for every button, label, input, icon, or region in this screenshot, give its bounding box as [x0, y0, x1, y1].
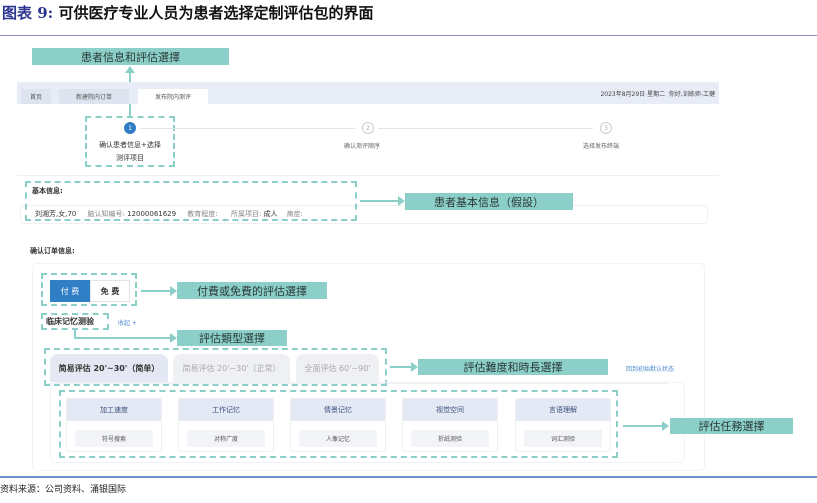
step-1-label: 确认患者信息+选择测评项目	[99, 141, 161, 162]
greeting[interactable]: 你好,训练师-工健	[668, 91, 715, 98]
arrow-right	[74, 333, 177, 343]
task-item[interactable]: 符号搜索	[75, 430, 153, 447]
order-card	[32, 263, 705, 471]
task-domain: 言语理解	[516, 399, 610, 421]
disease-label: 病症:	[286, 210, 303, 218]
level-option-simple-easy[interactable]: 简易评估 20'~30'（简单）	[50, 354, 168, 382]
test-name: 临床记忆测验	[46, 317, 94, 326]
level-option-full[interactable]: 全面评估 60'~90'	[296, 354, 379, 382]
step-1-circle: 1	[124, 122, 136, 134]
step-3-label: 选择发布终端	[583, 143, 620, 150]
callout-basic-info: 患者基本信息（假設）	[405, 193, 573, 210]
callout-task: 評估任務選擇	[670, 418, 793, 434]
footer-divider	[0, 476, 817, 478]
basic-info-highlight	[25, 181, 357, 221]
task-card[interactable]: 工作记忆对称广度	[178, 398, 274, 452]
callout-paid-free: 付費或免費的評估選擇	[177, 282, 327, 299]
task-domain: 情景记忆	[291, 399, 385, 421]
callout-type: 評估類型選擇	[177, 330, 287, 346]
separator	[17, 175, 719, 176]
top-bar: 首页 新建院内订单 发布院内测评 2023年8月29日 星期二 你好,训练师-工…	[17, 82, 719, 104]
task-domain: 加工速度	[67, 399, 161, 421]
task-card[interactable]: 视觉空间折纸测验	[402, 398, 498, 452]
reset-link[interactable]: 回到初始默认状态	[626, 366, 675, 373]
arrow-connector	[74, 330, 76, 338]
order-heading: 确认订单信息:	[30, 247, 75, 255]
tab-new-order[interactable]: 新建院内订单	[59, 89, 129, 104]
info-row-frame	[20, 205, 708, 224]
id-value: 12000061629	[127, 210, 177, 218]
step-3-circle: 3	[600, 122, 612, 134]
patient-name: 刘湘芳,女,70	[35, 210, 77, 218]
step-2-label: 确认测评顺序	[344, 143, 381, 150]
task-item[interactable]: 人像记忆	[299, 430, 377, 447]
task-item[interactable]: 对称广度	[187, 430, 265, 447]
figure-caption: 可供医疗专业人员为患者选择定制评估包的界面	[58, 4, 374, 22]
task-card[interactable]: 言语理解词汇测验	[515, 398, 611, 452]
arrow-right	[390, 362, 418, 372]
separator	[48, 383, 668, 384]
date-text: 2023年8月29日 星期二	[600, 91, 666, 98]
divider	[0, 35, 817, 36]
source-note: 资料来源：公司资料、涌银国际	[0, 485, 127, 495]
callout-patient-assessment: 患者信息和評估選擇	[32, 48, 229, 65]
task-card[interactable]: 情景记忆人像记忆	[290, 398, 386, 452]
step-2-circle: 2	[362, 122, 374, 134]
arrow-right	[141, 286, 177, 296]
figure-title: 图表 9: 可供医疗专业人员为患者选择定制评估包的界面	[2, 2, 373, 23]
collapse-link[interactable]: 收起 +	[118, 320, 137, 327]
level-option-simple-normal[interactable]: 简易评估 20'~30'（正常）	[173, 354, 290, 382]
arrow-right	[360, 196, 405, 206]
id-label: 脑认知编号:	[87, 210, 125, 218]
free-button[interactable]: 免 费	[90, 280, 130, 302]
task-item[interactable]: 词汇测验	[524, 430, 602, 447]
paid-button[interactable]: 付 费	[50, 280, 90, 302]
arrow-right	[623, 421, 669, 431]
date-greeting: 2023年8月29日 星期二 你好,训练师-工健	[600, 89, 715, 98]
tab-home[interactable]: 首页	[21, 89, 51, 104]
task-item[interactable]: 折纸测验	[411, 430, 489, 447]
paid-free-highlight	[41, 273, 137, 306]
project-label: 所属项目:	[230, 210, 262, 218]
step-line	[140, 128, 355, 129]
basic-info-heading: 基本信息:	[32, 187, 63, 195]
task-highlight	[59, 390, 618, 458]
arrow-head-icon	[125, 66, 135, 73]
callout-difficulty: 評估難度和時長選擇	[418, 359, 608, 375]
figure-label: 图表 9:	[2, 4, 54, 22]
step-line	[378, 128, 593, 129]
level-highlight	[44, 348, 387, 386]
project-value: 成人	[263, 210, 278, 218]
step1-highlight	[85, 116, 175, 167]
edu-label: 教育程度:	[187, 210, 218, 218]
tab-publish-assessment[interactable]: 发布院内测评	[138, 89, 208, 104]
basic-info-row: 刘湘芳,女,70 脑认知编号: 12000061629 教育程度: 所属项目: …	[35, 209, 303, 219]
task-card[interactable]: 加工速度符号搜索	[66, 398, 162, 452]
task-domain: 工作记忆	[179, 399, 273, 421]
task-domain: 视觉空间	[403, 399, 497, 421]
test-type-highlight	[41, 313, 109, 330]
